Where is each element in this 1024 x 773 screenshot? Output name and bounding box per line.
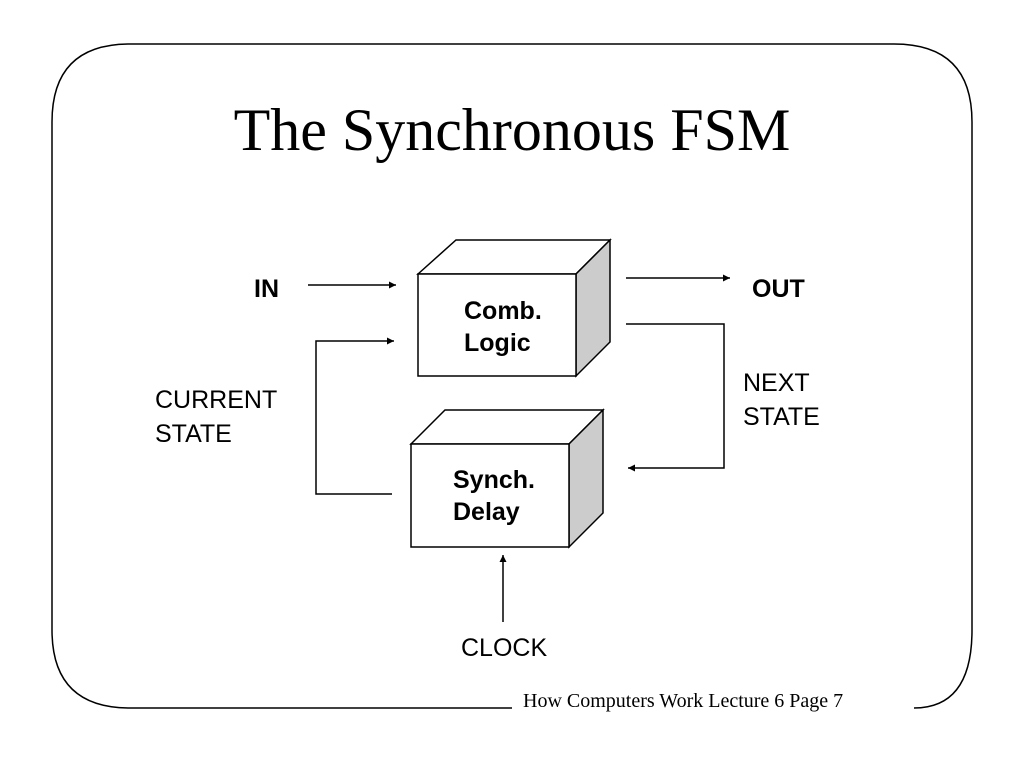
comb-logic-block bbox=[416, 238, 612, 378]
synch-delay-front-face bbox=[410, 443, 570, 548]
synch-delay-label-line1: Synch. bbox=[453, 466, 535, 494]
next-state-path bbox=[626, 323, 725, 472]
synch-delay-label-line2: Delay bbox=[453, 498, 520, 526]
page-title: The Synchronous FSM bbox=[233, 97, 791, 163]
comb-logic-label: Comb. Logic bbox=[464, 295, 542, 359]
footer-text: How Computers Work Lecture 6 Page 7 bbox=[523, 690, 844, 712]
clock-label: CLOCK bbox=[461, 634, 548, 662]
out-label: OUT bbox=[752, 275, 805, 303]
synch-delay-block bbox=[409, 408, 605, 549]
current-state-path bbox=[315, 337, 394, 495]
current-state-label-line2: STATE bbox=[155, 420, 232, 448]
next-state-label: NEXT STATE bbox=[743, 366, 820, 434]
synch-delay-label: Synch. Delay bbox=[453, 464, 535, 528]
comb-logic-label-line2: Logic bbox=[464, 329, 531, 357]
current-state-label-line1: CURRENT bbox=[155, 386, 278, 414]
current-state-label: CURRENT STATE bbox=[155, 383, 277, 451]
comb-logic-label-line1: Comb. bbox=[464, 297, 542, 325]
comb-logic-front-face bbox=[417, 273, 577, 377]
next-state-label-line2: STATE bbox=[743, 403, 820, 431]
in-label: IN bbox=[254, 275, 279, 303]
next-state-label-line1: NEXT bbox=[743, 369, 810, 397]
slide-frame bbox=[51, 43, 973, 709]
